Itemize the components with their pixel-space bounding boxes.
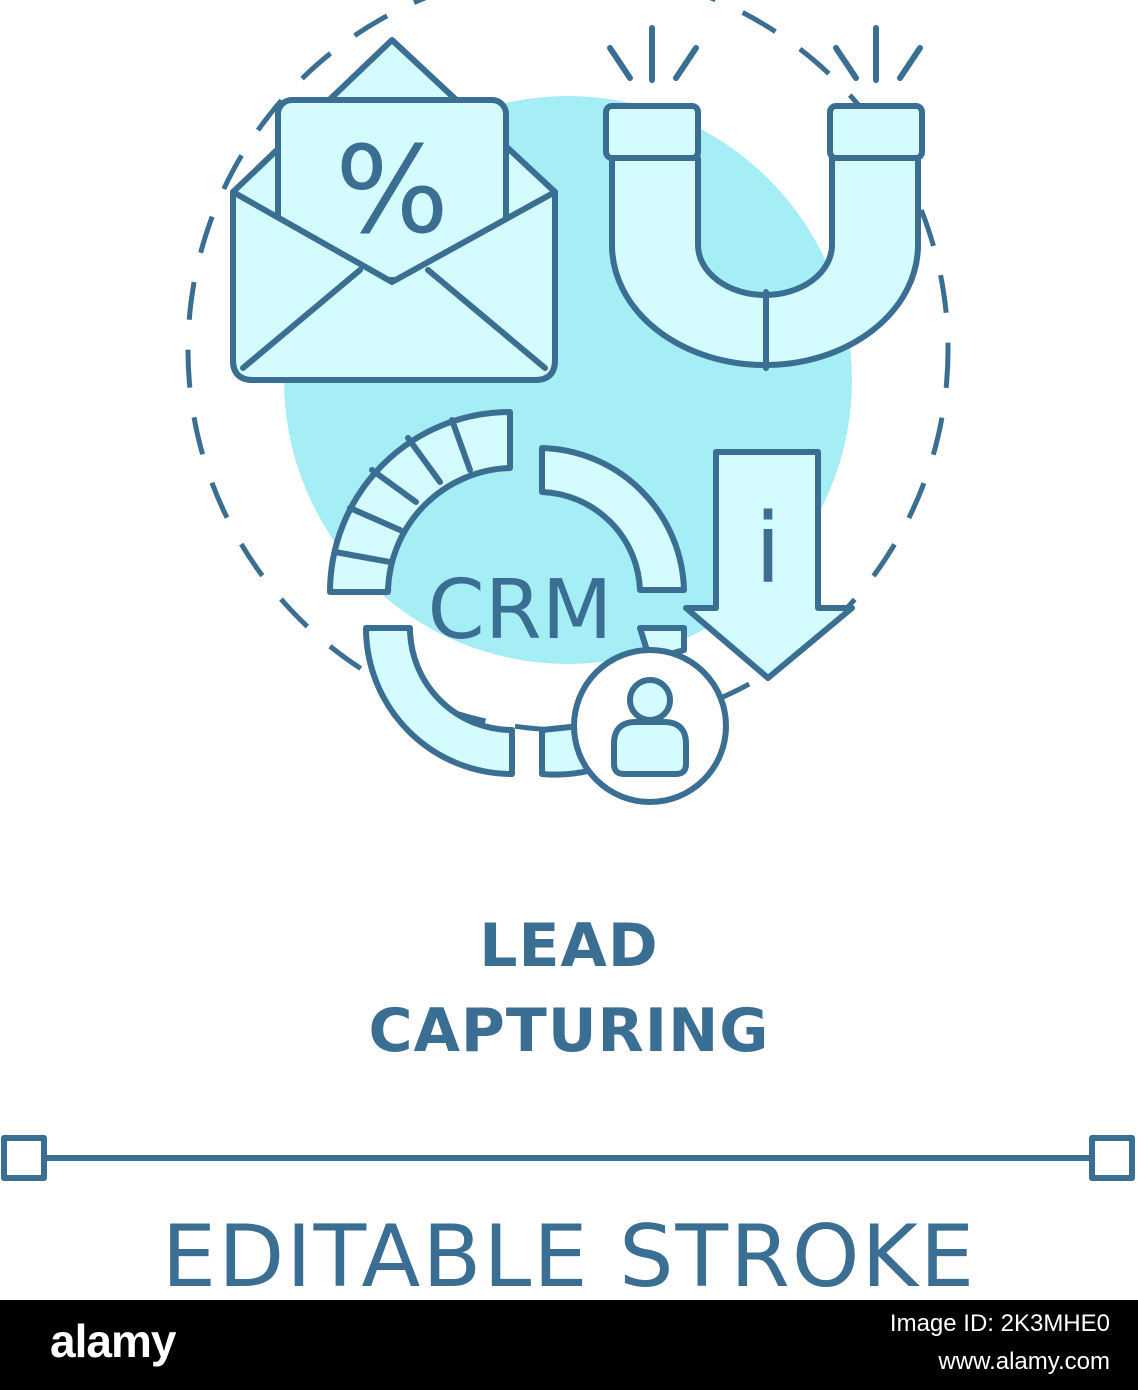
caption-line-1: LEAD <box>479 911 659 981</box>
watermark-footer: alamy Image ID: 2K3MHE0 www.alamy.com <box>0 1300 1138 1390</box>
info-arrow-icon: i <box>683 449 855 681</box>
divider-handle-left <box>1 1135 47 1181</box>
editable-stroke-label: EDITABLE STROKE <box>161 1207 977 1307</box>
percent-symbol: % <box>335 122 449 261</box>
image-id: Image ID: 2K3MHE0 <box>889 1310 1110 1337</box>
magnet-icon <box>603 25 925 371</box>
editable-stroke-divider <box>1 1135 1135 1181</box>
caption-line-2: CAPTURING <box>368 996 770 1066</box>
crm-icon: CRM <box>327 409 729 805</box>
divider-handle-right <box>1089 1135 1135 1181</box>
site-url: www.alamy.com <box>938 1348 1110 1375</box>
lead-capturing-illustration: % i CRM <box>185 0 951 805</box>
brand-logo: alamy <box>50 1315 176 1367</box>
dashed-ring <box>185 0 951 733</box>
envelope-icon: % <box>230 37 558 383</box>
info-symbol: i <box>755 493 782 605</box>
crm-label: CRM <box>428 563 613 658</box>
